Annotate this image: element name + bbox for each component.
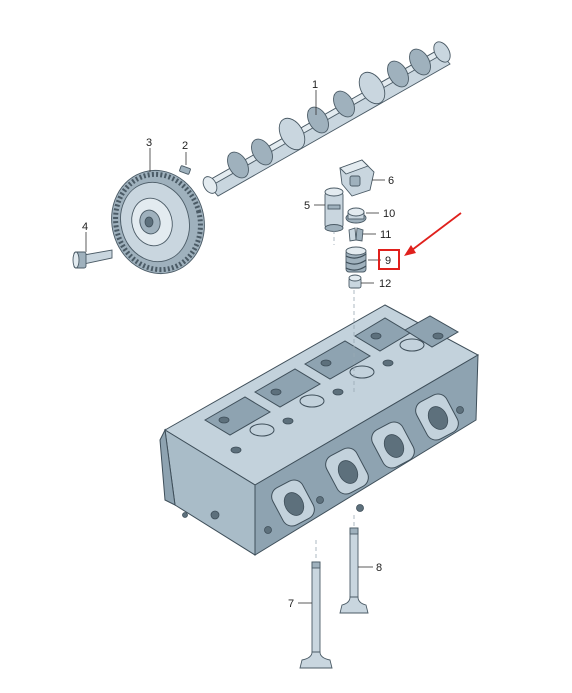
callout-10: 10 — [383, 208, 395, 220]
callout-1: 1 — [312, 79, 318, 91]
callout-2: 2 — [182, 140, 188, 152]
callout-7: 7 — [288, 598, 294, 610]
callout-3: 3 — [146, 137, 152, 149]
red-arrow — [411, 212, 462, 251]
camshaft-sprocket — [111, 169, 205, 275]
assembly-centerlines — [315, 230, 355, 562]
callout-labels: 1 2 3 4 5 6 7 8 9 10 11 12 — [82, 79, 395, 610]
red-arrow-head — [404, 245, 416, 256]
sprocket-bolt — [72, 249, 113, 269]
cylinder-head — [159, 304, 480, 556]
highlight-box — [378, 249, 400, 270]
callout-12: 12 — [379, 278, 391, 290]
valve-cotters — [348, 227, 364, 242]
callout-6: 6 — [388, 175, 394, 187]
intake-valve — [339, 527, 369, 614]
callout-5: 5 — [304, 200, 310, 212]
exhaust-valve — [299, 561, 333, 669]
callout-9: 9 — [385, 255, 391, 267]
callout-8: 8 — [376, 562, 382, 574]
callout-11: 11 — [380, 229, 391, 241]
spring-seat — [348, 274, 362, 289]
callout-4: 4 — [82, 221, 88, 233]
valve-spring — [345, 246, 367, 273]
valve-stem-seal — [345, 207, 367, 224]
woodruff-key — [179, 165, 191, 175]
highlight-marker — [378, 212, 462, 270]
sensor — [339, 159, 375, 197]
valve-lifter — [324, 187, 344, 232]
camshaft — [202, 41, 451, 197]
